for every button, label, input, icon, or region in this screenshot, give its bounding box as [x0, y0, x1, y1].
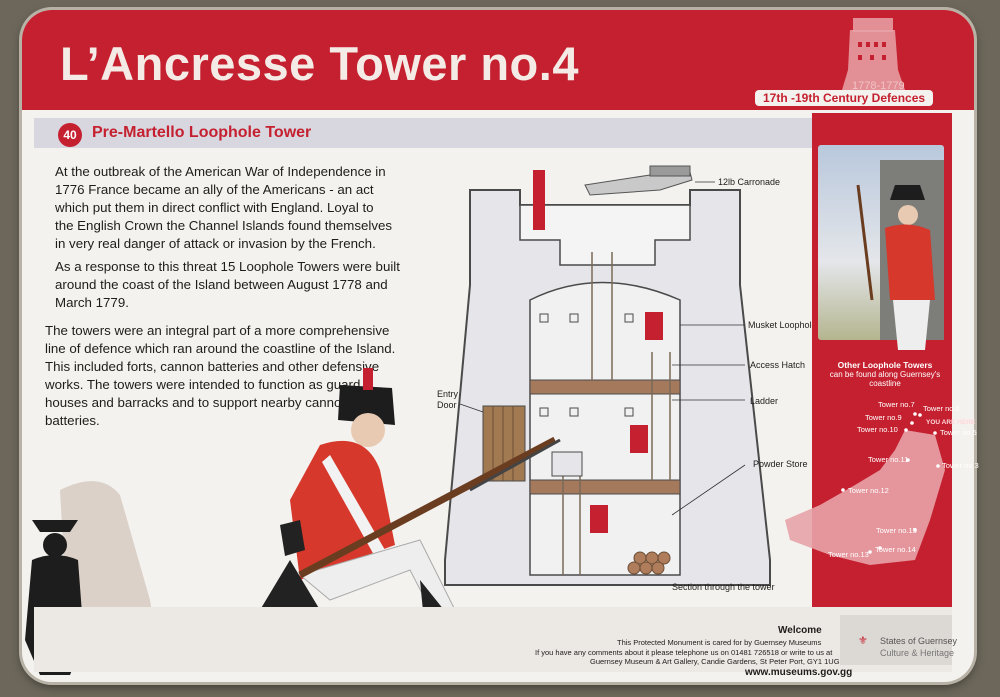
map-tower-14: Tower no.14 — [875, 545, 916, 554]
map-tower-13: Tower no.13 — [828, 550, 869, 559]
footer-logo-panel — [840, 615, 952, 665]
map-tower-5: Tower no.5 — [940, 428, 977, 437]
era-badge: 17th -19th Century Defences — [755, 90, 934, 106]
map-tower-7: Tower no.7 — [878, 400, 915, 409]
label-powder-store: Powder Store — [753, 459, 808, 469]
guernsey-crest-icon: ⚜ — [858, 635, 868, 647]
monument-number-badge: 40 — [58, 123, 82, 147]
label-carronade: 12lb Carronade — [718, 177, 781, 187]
label-door: Door — [437, 400, 457, 410]
footer-org-name: States of Guernsey — [880, 636, 958, 646]
footer-welcome: Welcome — [778, 625, 822, 636]
footer-line-1: This Protected Monument is cared for by … — [617, 638, 822, 647]
label-access-hatch: Access Hatch — [750, 360, 806, 370]
footer-website-link[interactable]: www.museums.gov.gg — [745, 667, 853, 678]
map-tower-9: Tower no.9 — [865, 413, 902, 422]
label-ladder: Ladder — [750, 396, 779, 406]
subheader-band — [34, 118, 834, 148]
label-entry: Entry — [437, 389, 459, 399]
map-tower-11: Tower no.11 — [868, 455, 909, 464]
paragraph-history: At the outbreak of the American War of I… — [55, 164, 393, 251]
sidebar-heading: Other Loophole Towers can be found along… — [818, 360, 952, 388]
map-tower-3: Tower no.3 — [942, 461, 979, 470]
footer-line-3: Guernsey Museum & Art Gallery, Candie Ga… — [590, 657, 840, 666]
footer-line-2: If you have any comments about it please… — [535, 648, 833, 657]
board-title: L’Ancresse Tower no.4 — [60, 37, 579, 90]
map-tower-6: Tower no.6 — [923, 404, 960, 413]
diagram-caption: Section through the tower — [672, 582, 775, 592]
footer-band — [34, 607, 952, 672]
paragraph-defence-line: The towers were an integral part of a mo… — [45, 323, 396, 428]
subheader-title: Pre-Martello Loophole Tower — [92, 124, 312, 141]
sidebar-heading-subtitle: can be found along Guernsey's coastline — [829, 370, 941, 388]
paragraph-response: As a response to this threat 15 Loophole… — [55, 259, 400, 310]
map-tower-12: Tower no.12 — [848, 486, 889, 495]
you-are-here-label: YOU ARE HERE — [926, 419, 976, 426]
banner-years: 1778-1779 — [852, 80, 905, 92]
map-tower-15: Tower no.15 — [876, 526, 917, 535]
map-tower-10: Tower no.10 — [857, 425, 898, 434]
sidebar-heading-title: Other Loophole Towers — [837, 360, 933, 370]
footer-org-dept: Culture & Heritage — [880, 648, 955, 658]
label-musket-loophole: Musket Loophole — [748, 320, 817, 330]
